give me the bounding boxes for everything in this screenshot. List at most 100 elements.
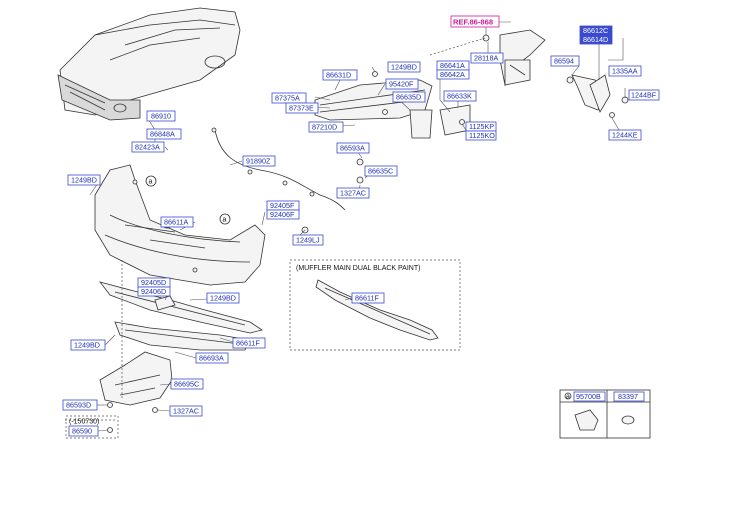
- svg-text:86593A: 86593A: [340, 144, 365, 153]
- callout-a-2-label: a: [223, 217, 227, 224]
- svg-text:87210D: 87210D: [312, 123, 337, 132]
- svg-text:83397: 83397: [618, 392, 638, 401]
- svg-text:82423A: 82423A: [135, 143, 160, 152]
- svg-text:1335AA: 1335AA: [612, 67, 638, 76]
- svg-text:86635C: 86635C: [368, 167, 393, 176]
- part-1327AC-a[interactable]: 1327AC: [336, 187, 370, 199]
- part-1125KO[interactable]: 1125KO: [465, 130, 497, 141]
- svg-text:1327AC: 1327AC: [173, 407, 199, 416]
- svg-text:86611F: 86611F: [355, 294, 379, 303]
- svg-text:1125KP: 1125KP: [469, 122, 494, 131]
- ref-label[interactable]: REF.86-868: [450, 15, 500, 28]
- svg-text:1249BD: 1249BD: [71, 176, 97, 185]
- rear-bumper-beam: [314, 71, 471, 184]
- part-1249BD-c[interactable]: 1249BD: [206, 292, 240, 304]
- guide-lines: [65, 37, 486, 439]
- part-87373E[interactable]: 87373E: [285, 102, 319, 114]
- part-1244KE[interactable]: 1244KE: [608, 129, 642, 141]
- part-1249BD-b[interactable]: 1249BD: [67, 174, 101, 186]
- svg-text:95700B: 95700B: [576, 392, 601, 401]
- svg-text:86593D: 86593D: [66, 401, 91, 410]
- part-1249BD-a[interactable]: 1249BD: [387, 61, 421, 73]
- svg-text:86848A: 86848A: [150, 130, 175, 139]
- svg-text:86611A: 86611A: [164, 218, 188, 227]
- part-91890Z[interactable]: 91890Z: [242, 155, 276, 167]
- part-1249BD-d[interactable]: 1249BD: [70, 339, 106, 351]
- part-1244BF[interactable]: 1244BF: [628, 89, 660, 101]
- svg-text:1249BD: 1249BD: [210, 294, 236, 303]
- callout-a-1: [145, 175, 157, 187]
- rear-lamp-bracket: [482, 29, 629, 118]
- part-95420F[interactable]: 95420F: [385, 78, 419, 90]
- small-parts-table: [559, 389, 651, 439]
- part-86590[interactable]: 86590: [68, 425, 99, 437]
- part-92405D[interactable]: 92405D: [137, 277, 171, 288]
- svg-text:1244BF: 1244BF: [631, 91, 657, 100]
- part-1327AC-b[interactable]: 1327AC: [169, 405, 203, 417]
- rear-bumper-cover: [94, 164, 266, 286]
- part-86695C[interactable]: 86695C: [170, 378, 204, 390]
- part-86594[interactable]: 86594: [550, 55, 580, 67]
- part-86611F-a[interactable]: 86611F: [232, 337, 266, 349]
- part-92406F[interactable]: 92406F: [266, 209, 300, 220]
- part-86611F-b[interactable]: 86611F: [351, 292, 385, 304]
- part-86593A[interactable]: 86593A: [336, 142, 370, 154]
- part-86635C[interactable]: 86635C: [364, 165, 398, 177]
- part-86635D[interactable]: 86635D: [392, 91, 426, 103]
- svg-text:86642A: 86642A: [440, 70, 465, 79]
- muffler-note: (MUFFLER MAIN DUAL BLACK PAINT): [296, 265, 420, 272]
- part-86593D[interactable]: 86593D: [62, 399, 98, 411]
- svg-text:86631D: 86631D: [326, 71, 351, 80]
- svg-text:1327AC: 1327AC: [340, 189, 366, 198]
- part-86642A[interactable]: 86642A: [436, 69, 470, 80]
- svg-text:86611F: 86611F: [236, 339, 260, 348]
- part-86693A[interactable]: 86693A: [195, 352, 229, 364]
- svg-text:87375A: 87375A: [275, 94, 300, 103]
- svg-text:1244KE: 1244KE: [612, 131, 638, 140]
- part-83397[interactable]: 83397: [613, 391, 645, 402]
- part-1249LJ[interactable]: 1249LJ: [292, 234, 324, 246]
- svg-text:1249LJ: 1249LJ: [296, 236, 320, 245]
- callout-markers: a a a a: [145, 175, 570, 401]
- part-86641A[interactable]: 86641A: [436, 60, 470, 71]
- svg-text:86693A: 86693A: [199, 354, 224, 363]
- svg-text:86612C: 86612C: [583, 26, 608, 35]
- muffler-option-box: [289, 259, 461, 351]
- svg-text:86635D: 86635D: [396, 93, 421, 102]
- svg-text:1125KO: 1125KO: [469, 131, 495, 140]
- callout-a-table-label: a: [566, 394, 570, 401]
- part-92405F[interactable]: 92405F: [266, 200, 300, 211]
- svg-text:95420F: 95420F: [389, 80, 414, 89]
- part-1335AA[interactable]: 1335AA: [608, 65, 642, 77]
- svg-text:86594: 86594: [554, 57, 574, 66]
- svg-text:86614D: 86614D: [583, 35, 608, 44]
- svg-text:1249BD: 1249BD: [74, 341, 100, 350]
- part-1125KP[interactable]: 1125KP: [465, 121, 497, 132]
- part-86611A[interactable]: 86611A: [160, 216, 194, 228]
- svg-text:28118A: 28118A: [474, 54, 498, 63]
- part-87210D[interactable]: 87210D: [308, 121, 344, 133]
- part-82423A[interactable]: 82423A: [131, 141, 165, 153]
- svg-text:86633K: 86633K: [447, 92, 472, 101]
- part-86614D[interactable]: 86614D: [579, 34, 613, 45]
- svg-text:86590: 86590: [72, 427, 92, 436]
- part-86631D[interactable]: 86631D: [322, 69, 358, 81]
- svg-text:91890Z: 91890Z: [246, 157, 271, 166]
- car-illustration: [57, 7, 241, 121]
- callout-a-1-label: a: [149, 179, 153, 186]
- part-86910[interactable]: 86910: [146, 110, 176, 122]
- part-28118A[interactable]: 28118A: [470, 52, 504, 64]
- svg-text:86910: 86910: [151, 112, 171, 121]
- part-86612C[interactable]: 86612C: [579, 25, 613, 36]
- part-92406D[interactable]: 92406D: [137, 286, 171, 297]
- svg-text:92405F: 92405F: [270, 201, 295, 210]
- part-86633K[interactable]: 86633K: [443, 90, 477, 102]
- svg-text:92405D: 92405D: [141, 278, 166, 287]
- range-note: (-150730): [69, 419, 99, 426]
- callout-a-2: [219, 213, 231, 225]
- svg-text:87373E: 87373E: [289, 104, 314, 113]
- part-86848A[interactable]: 86848A: [146, 128, 182, 140]
- part-87375A[interactable]: 87375A: [271, 92, 307, 104]
- part-95700B[interactable]: 95700B: [573, 391, 606, 402]
